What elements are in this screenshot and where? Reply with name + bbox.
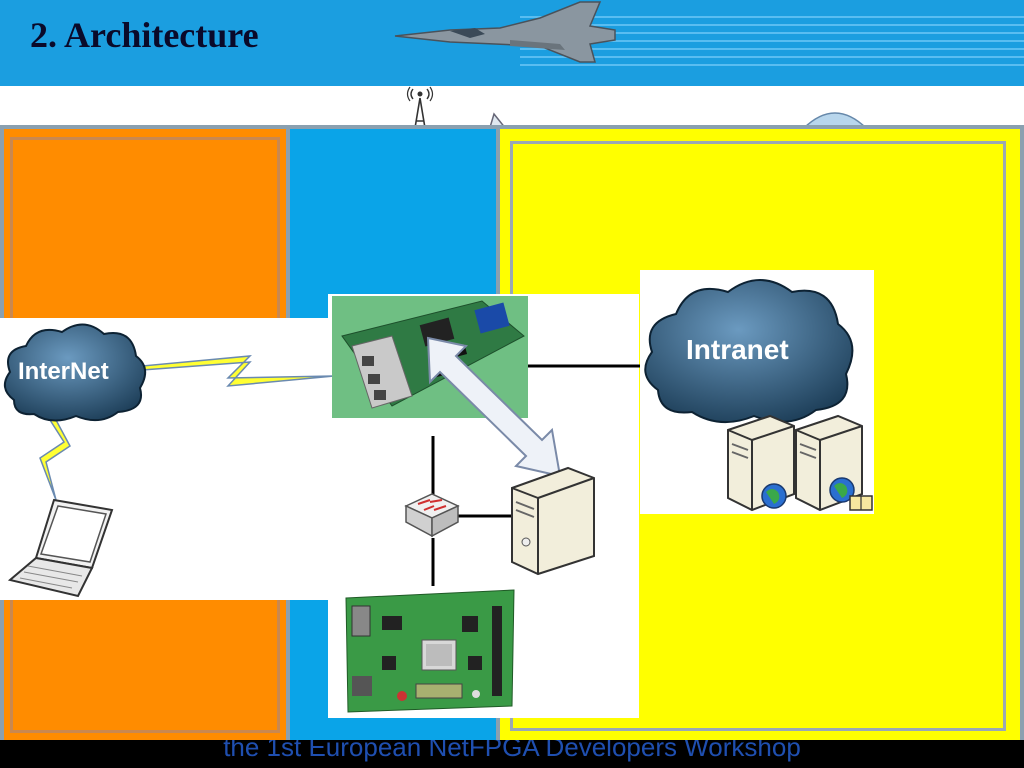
web-server-right <box>795 414 873 512</box>
bidirectional-arrow-icon <box>426 336 562 478</box>
internet-lightning-link <box>141 355 335 387</box>
slide-header <box>0 0 1024 86</box>
internet-cloud-icon <box>3 323 147 422</box>
web-server-left <box>727 414 795 512</box>
fighter-jet-icon <box>394 1 616 63</box>
slide-footer: the 1st European NetFPGA Developers Work… <box>0 740 1024 768</box>
internet-label: InterNet <box>18 358 109 385</box>
footer-text: the 1st European NetFPGA Developers Work… <box>223 740 801 762</box>
antenna-icon <box>406 86 434 129</box>
intranet-label: Intranet <box>686 334 789 365</box>
laptop-icon <box>8 498 114 598</box>
intranet-cloud-icon <box>644 279 854 424</box>
fpga-board-image <box>342 586 518 716</box>
slide-title: 2. Architecture <box>30 15 259 55</box>
intranet-servers-icon <box>727 414 873 512</box>
server-icon <box>511 466 595 576</box>
switch-icon <box>404 493 460 538</box>
laptop-lightning-link <box>39 419 71 501</box>
